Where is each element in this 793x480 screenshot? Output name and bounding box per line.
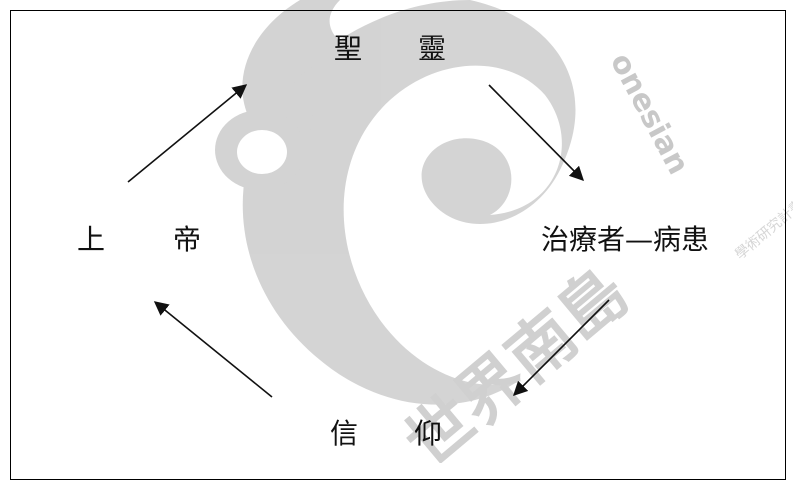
- node-holy-spirit: 聖靈: [334, 35, 446, 63]
- node-god-char-2: 帝: [173, 223, 202, 256]
- arrow-holy-spirit-to-healer: [488, 84, 585, 182]
- node-god: 上帝: [77, 226, 201, 254]
- node-holy-spirit-char-1: 聖: [334, 32, 363, 65]
- node-healer-patient: 治療者—病患: [541, 223, 710, 256]
- diagram-arrows: [127, 84, 610, 398]
- node-god-char-1: 上: [77, 223, 106, 256]
- node-faith-char-2: 仰: [414, 417, 443, 450]
- diagram: 聖靈 上帝 治療者—病患 信仰: [77, 35, 710, 448]
- node-faith-char-1: 信: [330, 417, 359, 450]
- arrow-healer-to-faith: [512, 299, 610, 397]
- node-faith: 信仰: [330, 420, 442, 448]
- node-holy-spirit-char-2: 靈: [418, 32, 447, 65]
- arrow-god-to-holy-spirit: [127, 84, 248, 183]
- arrow-faith-to-god: [153, 301, 273, 398]
